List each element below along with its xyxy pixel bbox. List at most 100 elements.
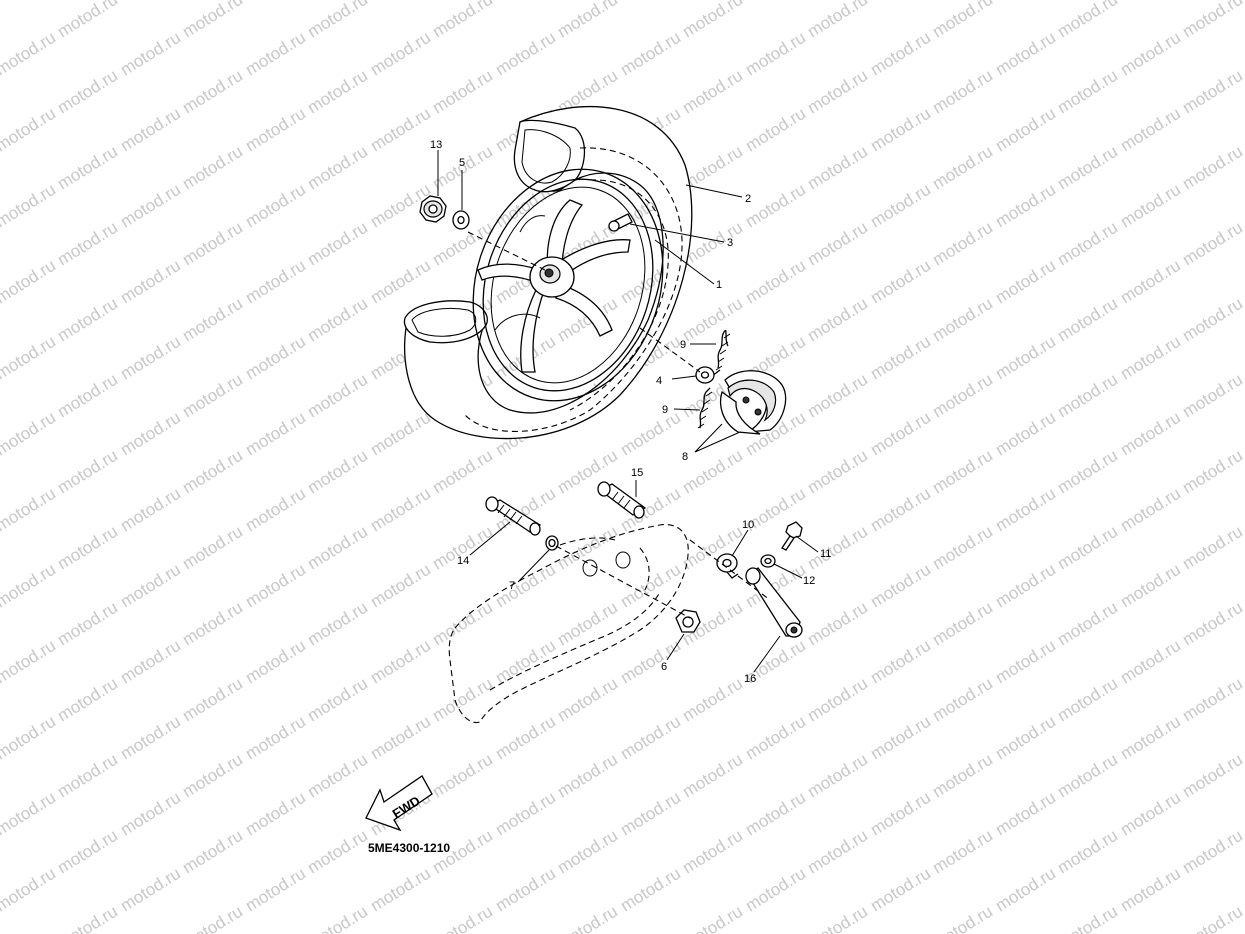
watermark-text: motod.ru xyxy=(179,826,246,878)
watermark-text: motod.ru xyxy=(867,28,934,80)
watermark-text: motod.ru xyxy=(54,826,121,878)
watermark-text: motod.ru xyxy=(1054,294,1121,346)
watermark-text: motod.ru xyxy=(554,0,621,41)
callouts: 1 2 3 4 5 6 7 8 9 9 10 11 12 13 14 15 16 xyxy=(430,139,831,685)
watermark-text: motod.ru xyxy=(429,902,496,934)
watermark-text: motod.ru xyxy=(54,218,121,270)
watermark-text: motod.ru xyxy=(54,598,121,650)
callout-15: 15 xyxy=(631,467,643,479)
watermark-text: motod.ru xyxy=(1054,674,1121,726)
watermark-text: motod.ru xyxy=(242,180,309,232)
watermark-text: motod.ru xyxy=(992,28,1059,80)
watermark-text: motod.ru xyxy=(179,0,246,41)
watermark-text: motod.ru xyxy=(867,864,934,916)
watermark-text: motod.ru xyxy=(1179,598,1245,650)
watermark-text: motod.ru xyxy=(804,0,871,41)
watermark-text: motod.ru xyxy=(1054,598,1121,650)
watermark-text: motod.ru xyxy=(304,674,371,726)
callout-1: 1 xyxy=(716,279,722,291)
watermark-text: motod.ru xyxy=(54,66,121,118)
watermark-text: motod.ru xyxy=(617,864,684,916)
watermark-text: motod.ru xyxy=(1117,636,1184,688)
watermark-text: motod.ru xyxy=(617,28,684,80)
watermark-text: motod.ru xyxy=(679,902,746,934)
watermark-text: motod.ru xyxy=(242,28,309,80)
watermark-text: motod.ru xyxy=(304,826,371,878)
transmission-case xyxy=(448,524,689,724)
watermark-text: motod.ru xyxy=(492,864,559,916)
watermark-text: motod.ru xyxy=(54,294,121,346)
watermark-text: motod.ru xyxy=(242,788,309,840)
rear-wheel xyxy=(403,106,693,440)
watermark-text: motod.ru xyxy=(929,446,996,498)
watermark-text: motod.ru xyxy=(304,66,371,118)
watermark-text: motod.ru xyxy=(242,484,309,536)
watermark-text: motod.ru xyxy=(1117,484,1184,536)
callout-3: 3 xyxy=(727,237,733,249)
watermark-text: motod.ru xyxy=(179,902,246,934)
watermark-text: motod.ru xyxy=(179,446,246,498)
brake-spring-upper xyxy=(711,329,731,377)
watermark-text: motod.ru xyxy=(1117,28,1184,80)
wheel-rim xyxy=(472,168,664,402)
watermark-text: motod.ru xyxy=(304,750,371,802)
watermark-text: motod.ru xyxy=(804,446,871,498)
watermark-text: motod.ru xyxy=(429,0,496,41)
watermark-text: motod.ru xyxy=(1179,294,1245,346)
watermark-text: motod.ru xyxy=(1054,522,1121,574)
watermark-text: motod.ru xyxy=(1054,218,1121,270)
watermark-text: motod.ru xyxy=(179,66,246,118)
watermark-text: motod.ru xyxy=(617,0,684,3)
watermark-text: motod.ru xyxy=(492,636,559,688)
watermark-text: motod.ru xyxy=(1054,826,1121,878)
watermark-text: motod.ru xyxy=(242,104,309,156)
watermark-text: motod.ru xyxy=(554,902,621,934)
watermark-text: motod.ru xyxy=(492,560,559,612)
watermark-text: motod.ru xyxy=(0,0,59,3)
watermark-text: motod.ru xyxy=(1117,408,1184,460)
watermark-text: motod.ru xyxy=(804,902,871,934)
watermark-text: motod.ru xyxy=(617,560,684,612)
watermark-text: motod.ru xyxy=(117,484,184,536)
watermark-text: motod.ru xyxy=(117,560,184,612)
watermark-text: motod.ru xyxy=(1179,446,1245,498)
callout-14: 14 xyxy=(457,555,469,567)
watermark-text: motod.ru xyxy=(992,636,1059,688)
callout-9-upper: 9 xyxy=(680,339,686,351)
watermark-text: motod.ru xyxy=(867,636,934,688)
watermark-text: motod.ru xyxy=(867,408,934,460)
callout-7: 7 xyxy=(509,580,515,592)
watermark-text: motod.ru xyxy=(367,256,434,308)
watermark-text: motod.ru xyxy=(429,598,496,650)
watermark-text: motod.ru xyxy=(867,560,934,612)
watermark-text: motod.ru xyxy=(429,750,496,802)
watermark-text: motod.ru xyxy=(929,522,996,574)
watermark-text: motod.ru xyxy=(804,522,871,574)
watermark-text: motod.ru xyxy=(679,446,746,498)
watermark-text: motod.ru xyxy=(54,902,121,934)
watermark-text: motod.ru xyxy=(1117,104,1184,156)
watermark-text: motod.ru xyxy=(1179,522,1245,574)
watermark-text: motod.ru xyxy=(304,902,371,934)
watermark-text: motod.ru xyxy=(117,256,184,308)
watermark-text: motod.ru xyxy=(1179,826,1245,878)
callout-16: 16 xyxy=(744,673,756,685)
watermark-text: motod.ru xyxy=(179,370,246,422)
watermark-text: motod.ru xyxy=(804,750,871,802)
watermark-text: motod.ru xyxy=(179,598,246,650)
watermark-text: motod.ru xyxy=(929,750,996,802)
watermark-text: motod.ru xyxy=(1179,218,1245,270)
watermark-text: motod.ru xyxy=(242,636,309,688)
watermark-text: motod.ru xyxy=(1179,370,1245,422)
watermark-text: motod.ru xyxy=(179,522,246,574)
watermark-text: motod.ru xyxy=(679,674,746,726)
watermark-text: motod.ru xyxy=(679,294,746,346)
watermark-text: motod.ru xyxy=(54,750,121,802)
watermark-text: motod.ru xyxy=(679,0,746,41)
watermark-text: motod.ru xyxy=(54,522,121,574)
watermark-text: motod.ru xyxy=(554,598,621,650)
watermark-text: motod.ru xyxy=(0,180,59,232)
watermark-text: motod.ru xyxy=(54,370,121,422)
watermark-text: motod.ru xyxy=(867,788,934,840)
callout-8: 8 xyxy=(682,451,688,463)
